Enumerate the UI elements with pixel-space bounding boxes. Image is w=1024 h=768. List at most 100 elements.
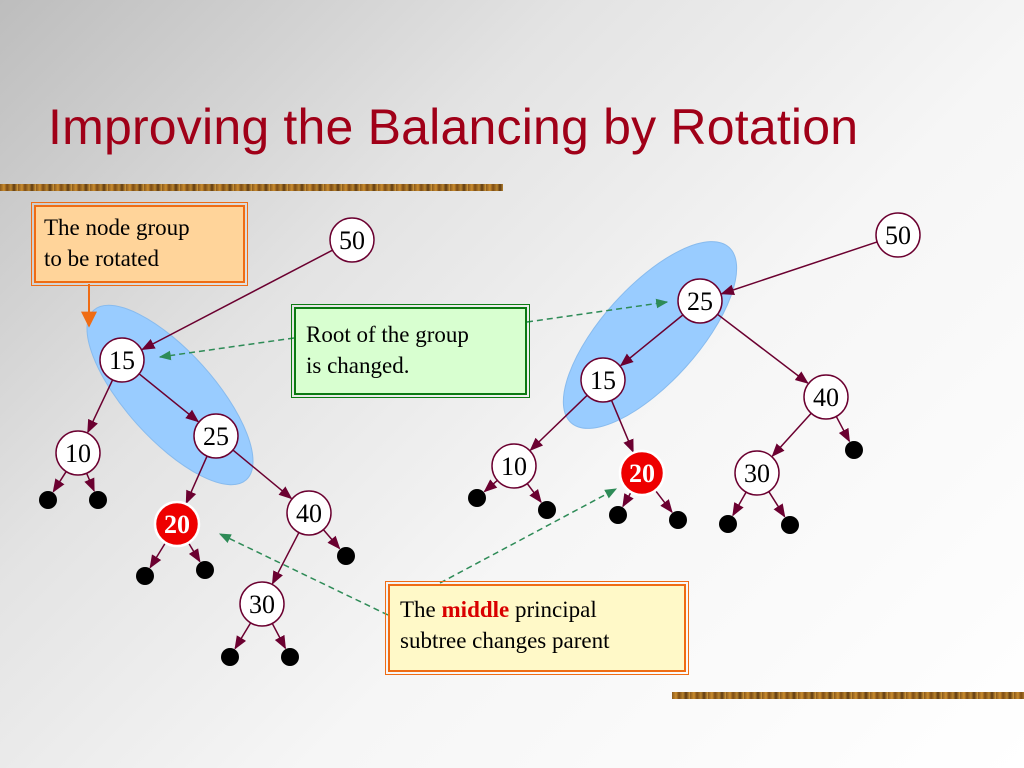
tree-node-circle [153,500,201,548]
null-leaf [221,648,239,666]
callout-middle-subtree: The middle principal subtree changes par… [385,581,689,675]
tree-edge-before-2 [138,373,200,423]
tree-node-circle [875,212,921,258]
tree-node-before-15: 15 [99,337,145,383]
leaf-edge-4 [322,529,341,550]
tree-node-label: 15 [590,366,616,395]
leaf-edge-10 [654,490,673,514]
leaf-edge-1 [84,472,95,493]
rotated-group-highlight-after [562,241,738,429]
tree-edge-before-0 [141,249,333,351]
null-leaf [89,491,107,509]
tree-edge-after-4 [610,399,634,454]
leaf-edge-0 [52,471,67,493]
null-leaf [136,567,154,585]
tree-node-circle [803,374,849,420]
tree-node-label: 40 [296,499,322,528]
null-leaf [468,489,486,507]
null-leaf [669,511,687,529]
leaf-edge-2 [149,542,167,569]
tree-edge-before-3 [185,455,208,505]
null-leaf [609,506,627,524]
rotated-group-highlight-before [86,304,254,486]
tree-edge-after-1 [619,314,684,367]
null-leaf [39,491,57,509]
callout-node-group-line2: to be rotated [44,246,159,271]
tree-node-circle [677,278,723,324]
tree-edges [52,241,878,650]
tree-node-after-50: 50 [875,212,921,258]
tree-node-circle [193,413,239,459]
tree-node-label: 30 [249,590,275,619]
tree-node-label: 15 [109,346,135,375]
tree-node-after-30: 30 [734,450,780,496]
dashed-arrow-middle-after [439,488,618,584]
tree-edge-before-5 [271,532,300,585]
leaf-edge-9 [622,491,634,508]
callout-node-group-line1: The node group [44,215,190,240]
tree-edge-after-2 [717,313,809,384]
tree-node-circle [491,443,537,489]
callout-root-changed-line2: is changed. [306,353,410,378]
null-leaf [196,561,214,579]
tree-node-before-10: 10 [55,430,101,476]
null-leaf [845,441,863,459]
callout-middle-suffix: principal [509,597,597,622]
tree-node-before-20: 20 [153,500,201,548]
leaf-edge-3 [187,542,201,563]
null-leaf [281,648,299,666]
leaf-edge-13 [835,416,850,443]
null-leaf [719,515,737,533]
dashed-arrow-root-after [526,298,669,323]
tree-node-after-15: 15 [580,357,626,403]
tree-node-label: 10 [65,439,91,468]
tree-node-after-40: 40 [803,374,849,420]
tree-node-circle [329,217,375,263]
tree-node-circle [734,450,780,496]
tree-node-circle [618,449,666,497]
dashed-arrow-middle-before [218,533,389,616]
leaf-edge-7 [483,479,498,493]
tree-edge-before-4 [232,449,293,500]
null-leaf [538,501,556,519]
callout-middle-subtree-line1: The middle principal [400,594,674,625]
tree-node-circle [55,430,101,476]
leaf-edge-11 [732,491,747,517]
null-leaf [781,516,799,534]
tree-node-label: 25 [687,287,713,316]
callout-root-changed: Root of the group is changed. [291,304,530,398]
null-leaves [39,441,863,666]
callout-middle-highlight: middle [441,597,510,622]
tree-node-before-50: 50 [329,217,375,263]
tree-node-label: 50 [339,226,365,255]
tree-node-label: 20 [164,510,190,539]
leaf-edge-8 [526,483,542,504]
tree-node-before-30: 30 [239,581,285,627]
tree-node-circle [286,490,332,536]
tree-node-before-25: 25 [193,413,239,459]
callout-root-changed-line1: Root of the group [306,322,469,347]
leaf-edge-6 [271,623,286,650]
tree-node-after-20: 20 [618,449,666,497]
leaf-edge-12 [768,491,786,518]
tree-edge-after-5 [771,412,812,457]
callout-middle-prefix: The [400,597,442,622]
tree-edge-after-3 [529,394,588,451]
tree-node-label: 50 [885,221,911,250]
slide-title: Improving the Balancing by Rotation [48,99,859,155]
tree-node-label: 10 [501,452,527,481]
tree-node-circle [99,337,145,383]
tree-node-label: 40 [813,383,839,412]
decorative-bar-bottom [672,692,1024,699]
tree-node-label: 30 [744,459,770,488]
tree-node-label: 25 [203,422,229,451]
tree-node-before-40: 40 [286,490,332,536]
tree-node-circle [580,357,626,403]
tree-node-after-10: 10 [491,443,537,489]
leaf-edge-5 [234,622,252,650]
tree-node-circle [239,581,285,627]
tree-node-label: 20 [629,459,655,488]
tree-nodes: 50 15 25 10 20 40 30 50 25 15 40 10 20 30 [55,212,921,627]
tree-edge-after-0 [720,241,878,296]
callout-middle-subtree-line2: subtree changes parent [400,628,610,653]
